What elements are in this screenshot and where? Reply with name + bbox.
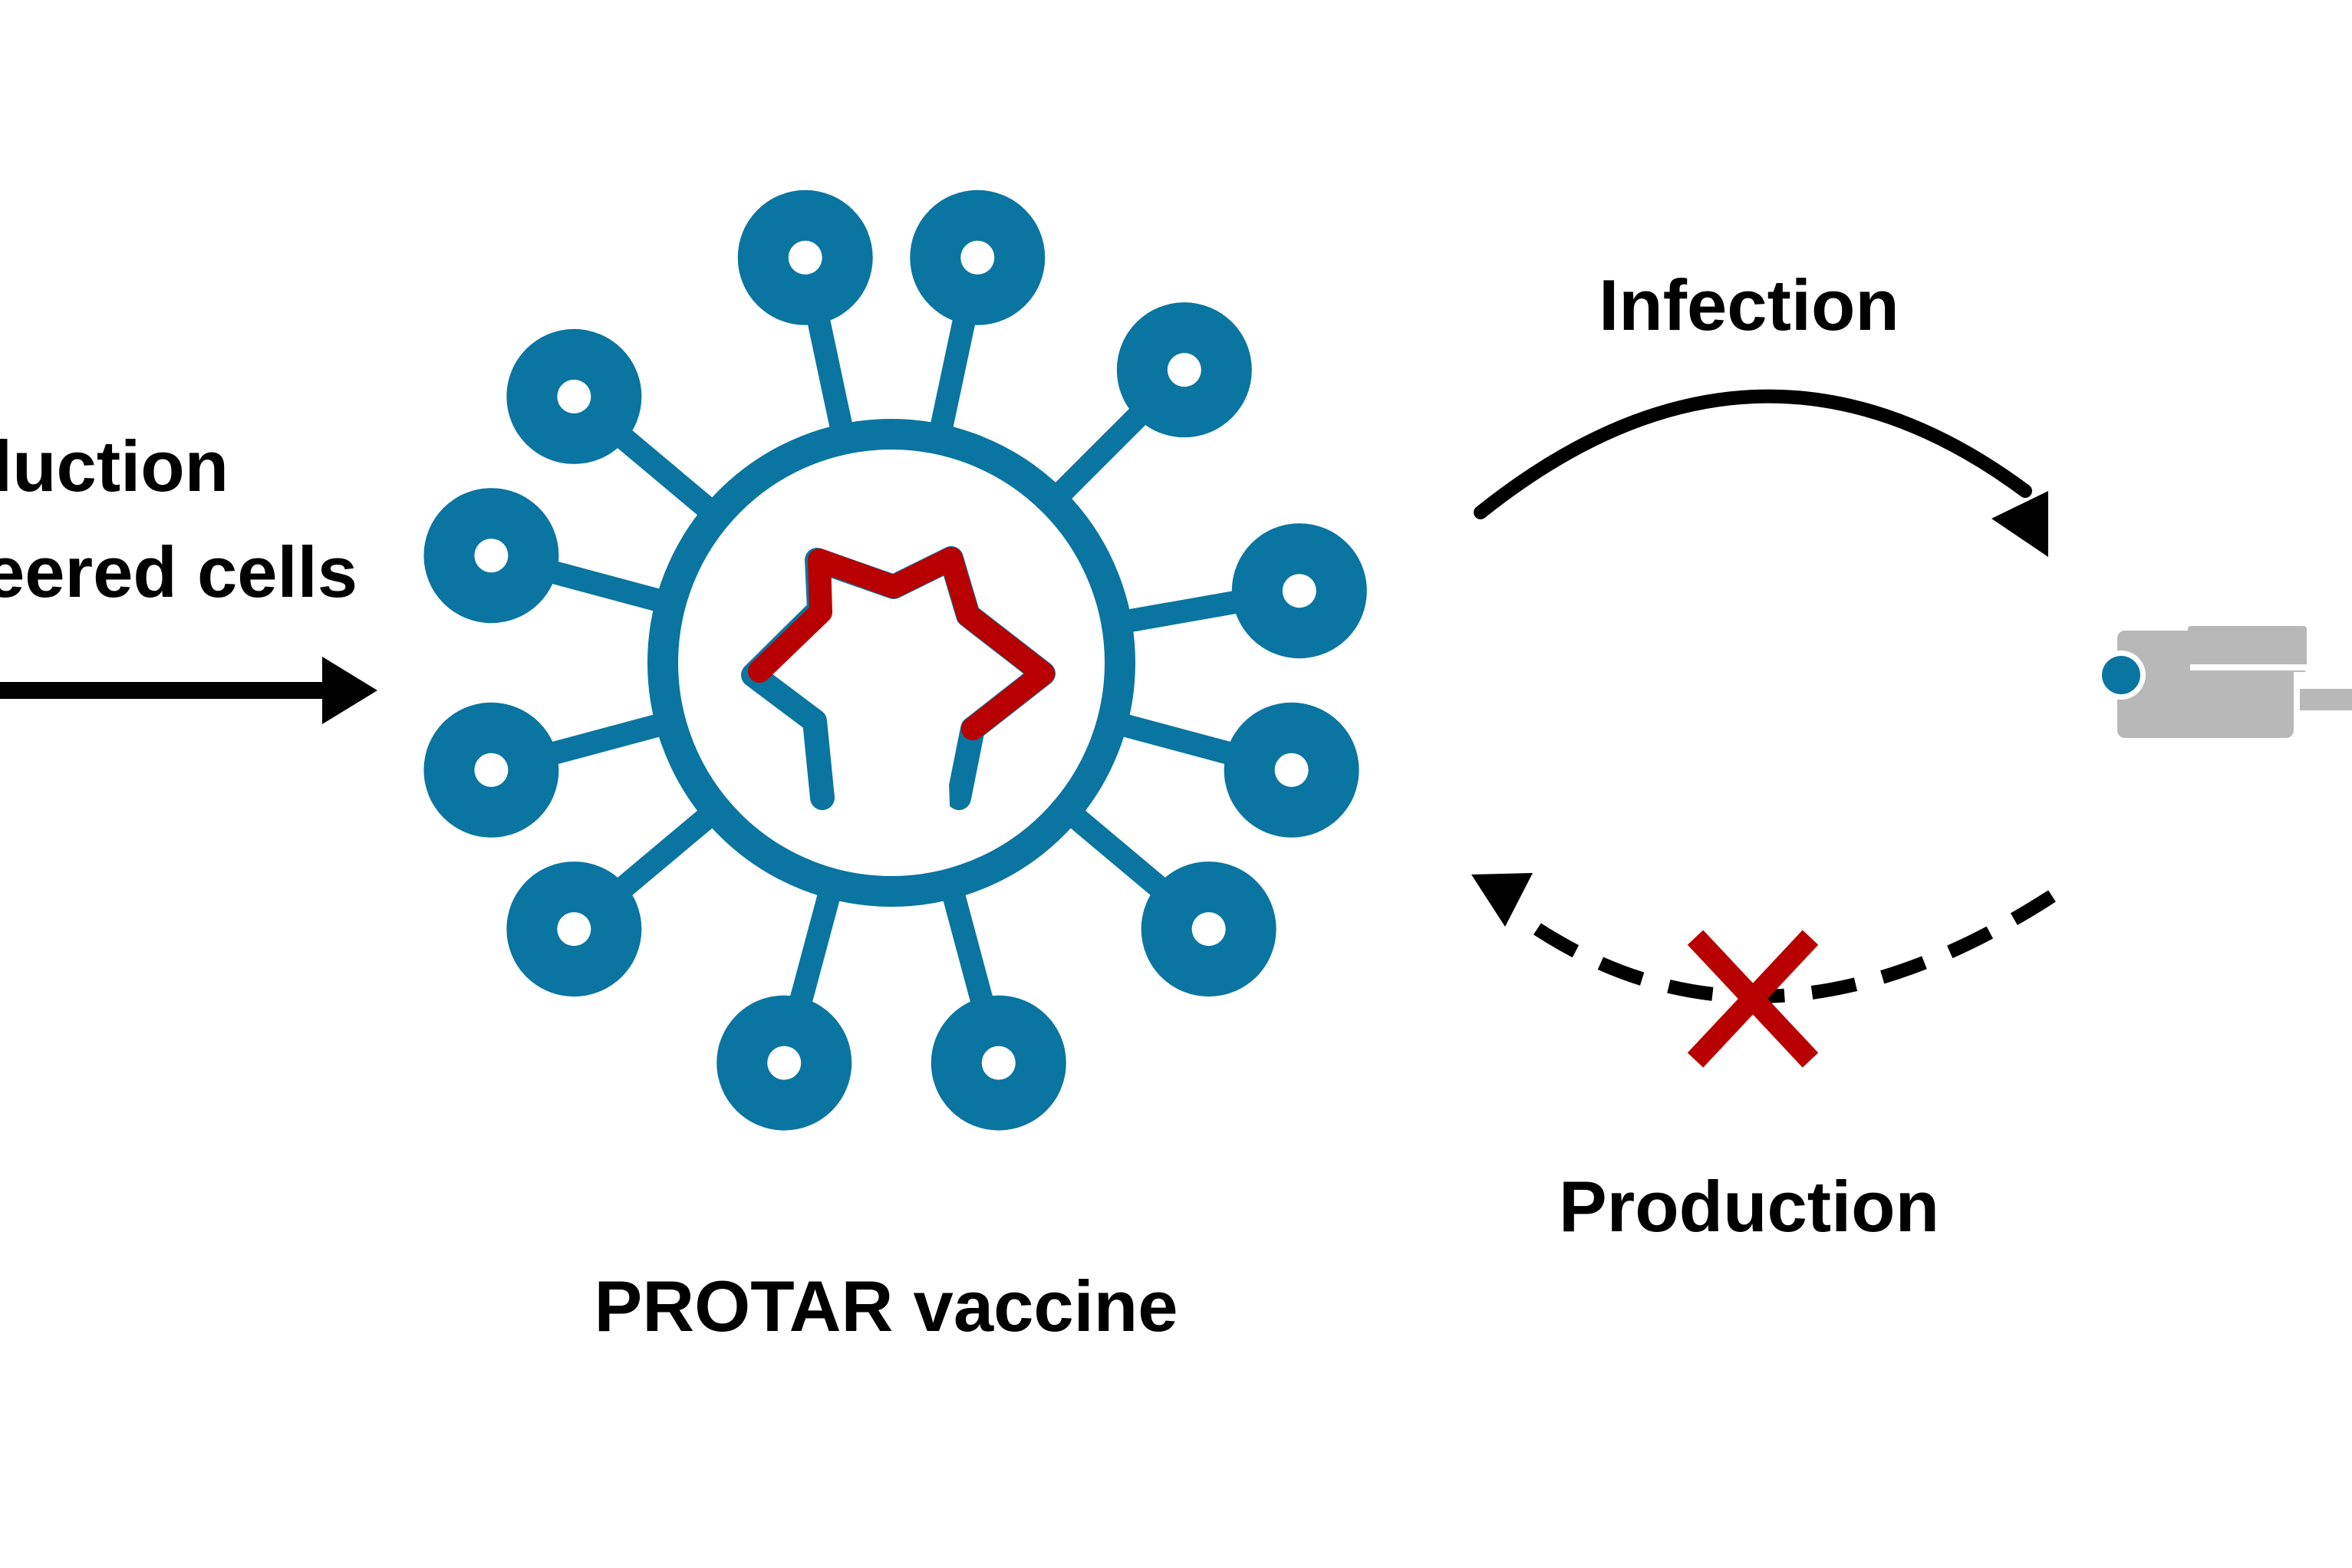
virus-spike-hole (1274, 753, 1309, 787)
virus-spike-hole (767, 1046, 802, 1080)
left-arrow (0, 657, 377, 724)
virus-spike-hole (1282, 574, 1316, 608)
virus-spike-hole (474, 753, 509, 787)
virus-icon (423, 189, 1367, 1131)
virus-spike-hole (788, 240, 822, 275)
vaccine-label: PROTAR vaccine (595, 1266, 1178, 1346)
left-label-line1: luction (0, 426, 229, 506)
virus-spike-hole (1191, 912, 1226, 947)
cross-icon (1687, 930, 1819, 1068)
virus-spike-hole (981, 1046, 1016, 1080)
virus-spike-hole (557, 912, 591, 947)
virus-spike-hole (960, 240, 995, 275)
virus-spike-hole (474, 539, 509, 573)
virus-spike-hole (557, 379, 591, 413)
infection-arrow (1474, 389, 2048, 557)
infection-label: Infection (1599, 265, 1899, 345)
production-label: Production (1559, 1166, 1939, 1247)
virus-spike-hole (1167, 353, 1201, 387)
production-arrow (1471, 873, 2056, 1004)
left-label-line2: eered cells (0, 532, 357, 612)
cell-icon (2097, 626, 2352, 738)
rna-structure (741, 546, 1056, 853)
